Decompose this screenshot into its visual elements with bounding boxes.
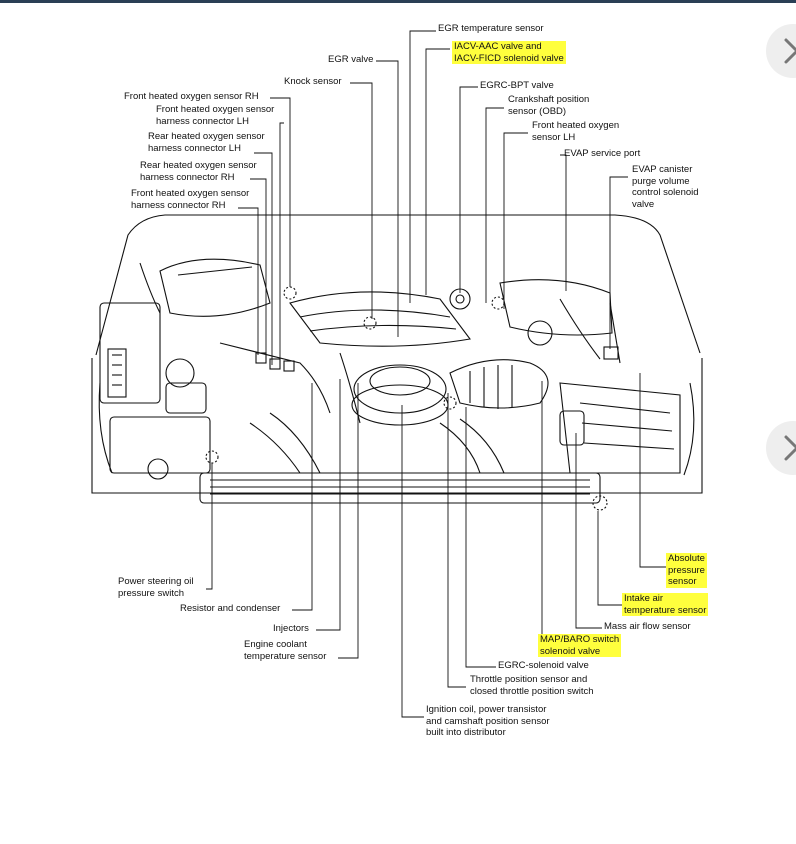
label-front-ho2s-harness-lh: Front heated oxygen sensor harness conne… bbox=[156, 104, 275, 127]
chevron-right-icon bbox=[784, 38, 796, 64]
label-mass-air-flow-sensor: Mass air flow sensor bbox=[604, 621, 691, 632]
label-power-steering-switch: Power steering oil pressure switch bbox=[118, 576, 194, 599]
label-evap-canister-valve: EVAP canister purge volume control solen… bbox=[632, 164, 699, 210]
label-egr-temperature-sensor: EGR temperature sensor bbox=[438, 23, 544, 34]
label-intake-air-temperature-sensor: Intake air temperature sensor bbox=[622, 593, 709, 616]
chevron-right-icon bbox=[784, 435, 796, 461]
label-map-baro-solenoid: MAP/BARO switch solenoid valve bbox=[538, 634, 622, 657]
label-resistor-condenser: Resistor and condenser bbox=[180, 603, 281, 614]
label-egrc-bpt-valve: EGRC-BPT valve bbox=[480, 80, 554, 91]
next-button[interactable] bbox=[766, 24, 796, 78]
label-rear-ho2s-harness-lh: Rear heated oxygen sensor harness connec… bbox=[148, 131, 265, 154]
engine-diagram: EGR temperature sensor IACV-AAC valve an… bbox=[0, 3, 796, 844]
label-front-ho2s-rh: Front heated oxygen sensor RH bbox=[124, 91, 259, 102]
label-front-ho2s-lh: Front heated oxygen sensor LH bbox=[532, 120, 620, 143]
label-rear-ho2s-harness-rh: Rear heated oxygen sensor harness connec… bbox=[140, 160, 257, 183]
engine-compartment-drawing bbox=[91, 30, 703, 718]
label-front-ho2s-harness-rh: Front heated oxygen sensor harness conne… bbox=[131, 188, 250, 211]
label-egrc-solenoid-valve: EGRC-solenoid valve bbox=[498, 660, 589, 671]
label-egr-valve: EGR valve bbox=[328, 54, 374, 65]
label-absolute-pressure-sensor: Absolute pressure sensor bbox=[666, 553, 707, 588]
top-border bbox=[0, 0, 796, 3]
label-engine-coolant-sensor: Engine coolant temperature sensor bbox=[244, 639, 327, 662]
label-knock-sensor: Knock sensor bbox=[284, 76, 342, 87]
label-iacv-valve: IACV-AAC valve and IACV-FICD solenoid va… bbox=[452, 41, 566, 64]
label-crankshaft-sensor: Crankshaft position sensor (OBD) bbox=[508, 94, 590, 117]
next-image-button[interactable] bbox=[766, 421, 796, 475]
label-ignition-coil: Ignition coil, power transistor and cams… bbox=[426, 704, 550, 738]
label-injectors: Injectors bbox=[273, 623, 309, 634]
label-evap-service-port: EVAP service port bbox=[564, 148, 641, 159]
label-throttle-position-sensor: Throttle position sensor and closed thro… bbox=[470, 674, 594, 697]
